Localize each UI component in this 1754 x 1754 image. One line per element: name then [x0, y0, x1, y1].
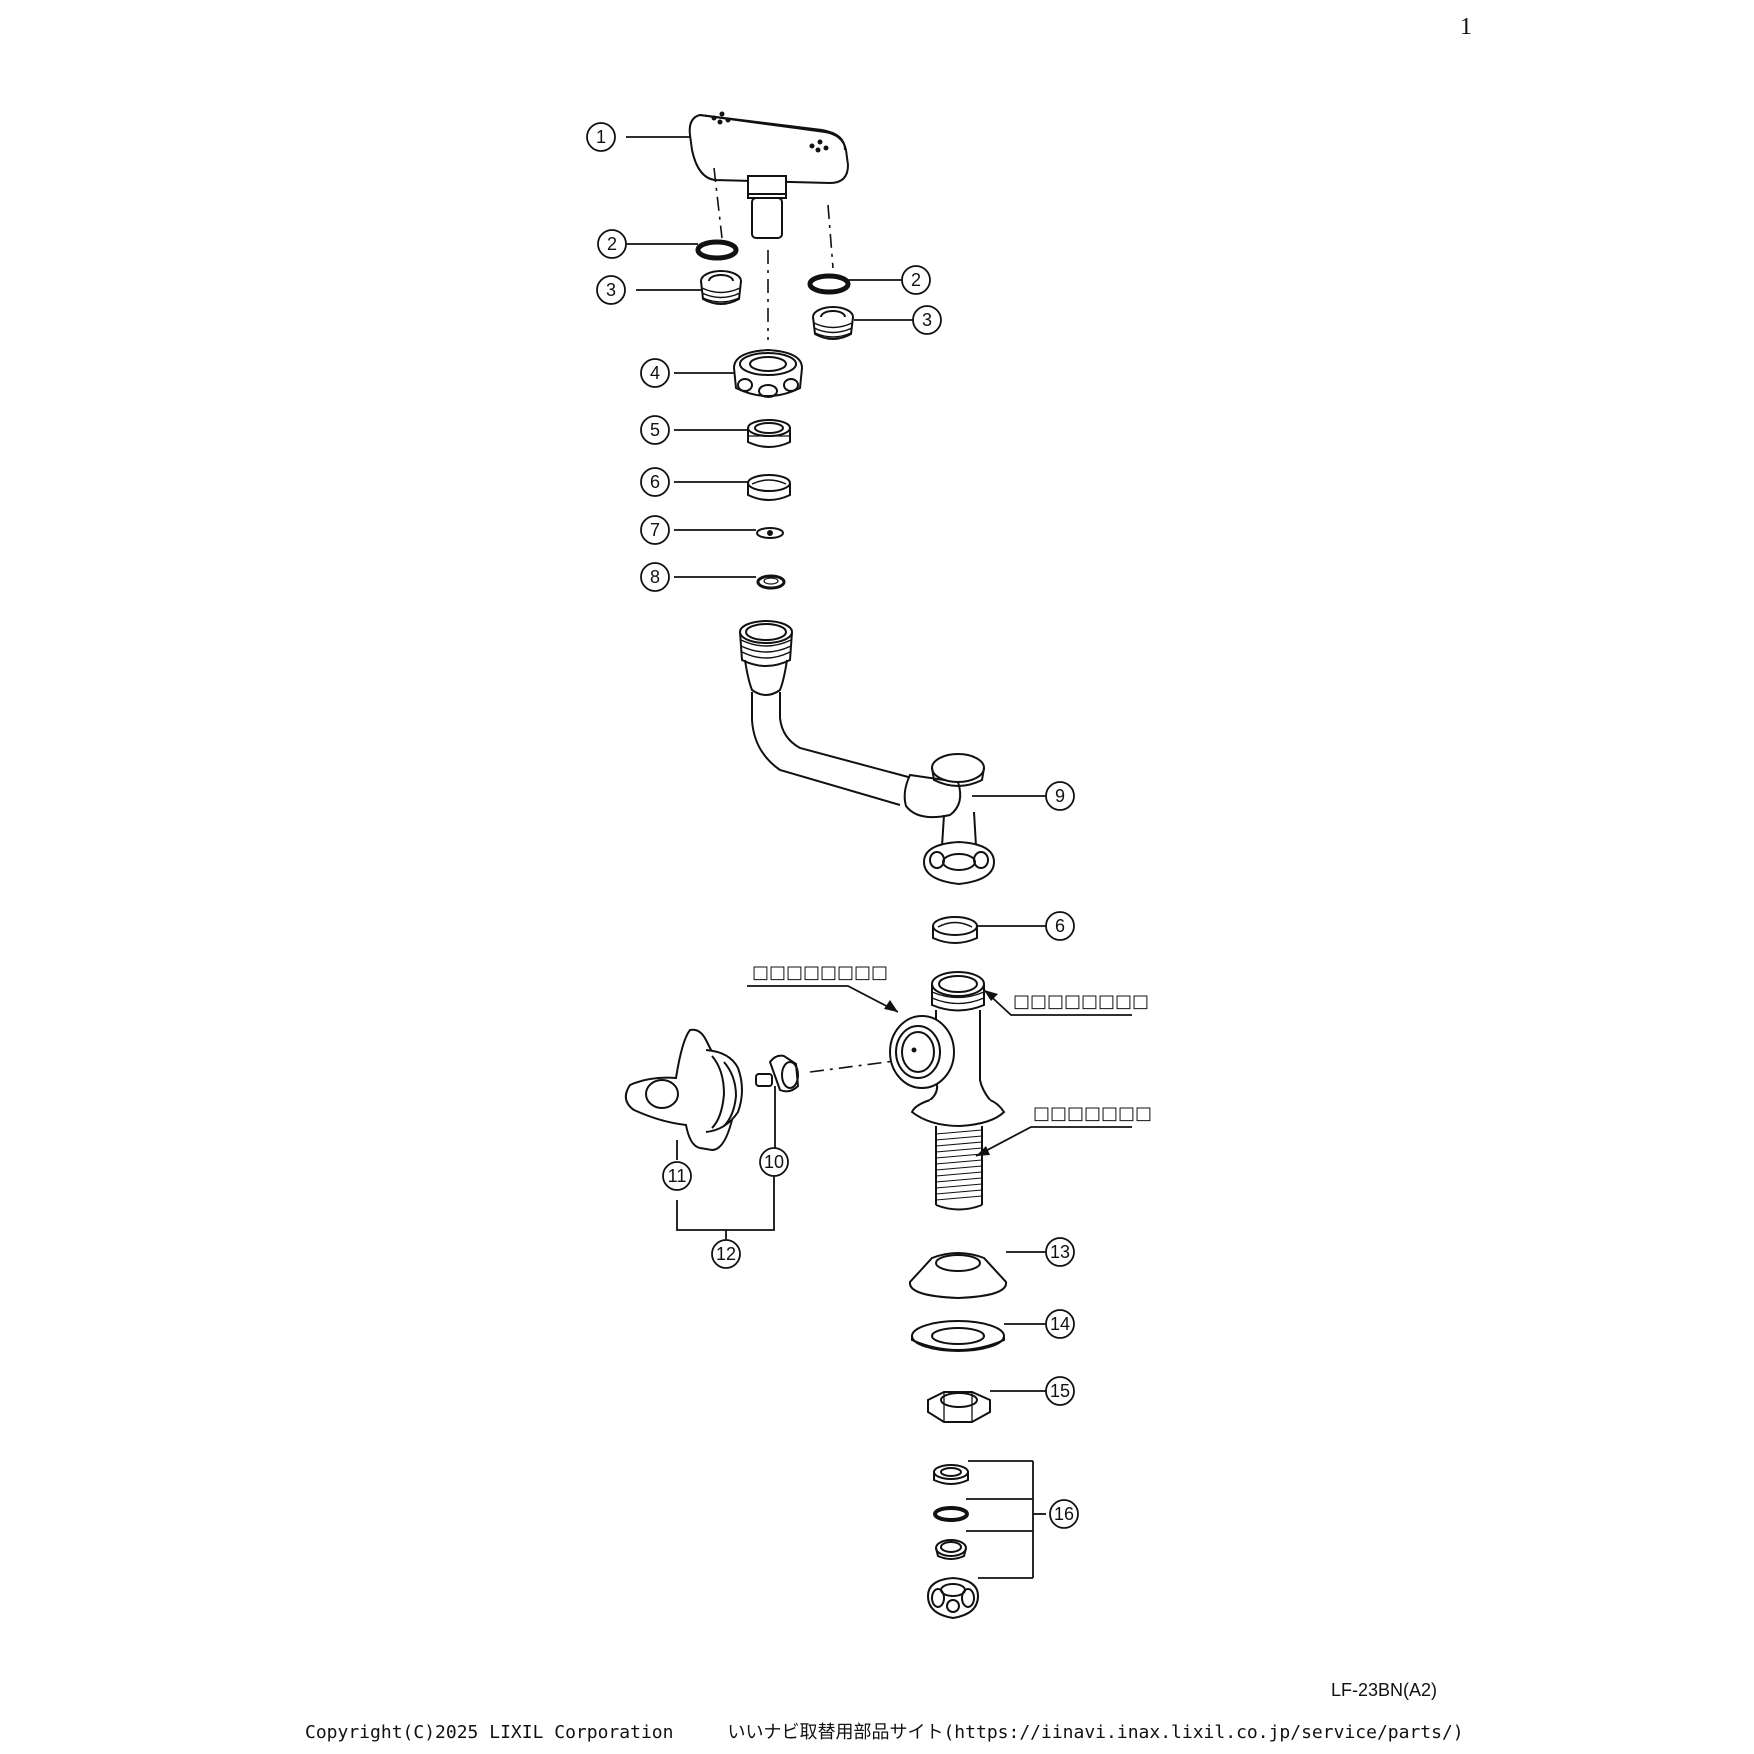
part-number-label: 12 [716, 1244, 736, 1264]
part-number-bubble [1045, 781, 1075, 811]
footer: Copyright(C)2025 LIXIL Corporation いいナビ取替… [305, 1718, 1464, 1744]
leader-lines [626, 136, 1132, 1579]
part-number-bubble [759, 1147, 789, 1177]
part-number-bubble [1045, 911, 1075, 941]
part-number-bubble [1045, 1237, 1075, 1267]
part-number-label: 11 [668, 1166, 687, 1186]
part-number-bubble [597, 229, 627, 259]
part-14-washer [911, 1320, 1005, 1352]
part-number-label: 9 [1055, 786, 1065, 806]
footer-copyright: Copyright(C)2025 LIXIL Corporation [305, 1722, 674, 1743]
part-number-label: 1 [596, 127, 606, 147]
part-number-bubble [586, 122, 616, 152]
page-number: 1 [1460, 14, 1472, 40]
part-number-label: 3 [606, 280, 616, 300]
part-3-bushing-left [700, 270, 742, 305]
part-number-label: 6 [650, 472, 660, 492]
part-number-label: 5 [650, 420, 660, 440]
part-number-bubble [1049, 1499, 1079, 1529]
part-2-o-ring-left [695, 239, 739, 261]
part-1-spout-lever [688, 111, 850, 239]
part-number-label: 16 [1054, 1504, 1074, 1524]
part-number-bubbles [586, 122, 1079, 1529]
part-number-bubble [1045, 1376, 1075, 1406]
part-number-bubble [640, 467, 670, 497]
part-number-label: 6 [1055, 916, 1065, 936]
part-number-label: 4 [650, 363, 660, 383]
part-number-bubble [912, 305, 942, 335]
part-number-bubble [1045, 1309, 1075, 1339]
part-number-bubble [711, 1239, 741, 1269]
part-6-gasket-lower [932, 916, 978, 944]
part-13-flange [909, 1252, 1007, 1300]
part-number-label: 15 [1050, 1381, 1070, 1401]
part-2-o-ring-right [807, 273, 851, 295]
part-number-label: 13 [1050, 1242, 1070, 1262]
part-number-bubble [662, 1161, 692, 1191]
part-10-spindle [755, 1054, 800, 1093]
part-number-label: 2 [911, 270, 921, 290]
part-number-label: 2 [607, 234, 617, 254]
part-5-sleeve [747, 419, 791, 448]
part-8-strainer [756, 574, 786, 590]
callout-outlet-port: □□□□□□□□ [1013, 991, 1149, 1012]
part-number-label: 3 [922, 310, 932, 330]
part-11-handle [624, 1028, 743, 1152]
part-7-washer [756, 527, 784, 539]
part-number-label: 10 [764, 1152, 784, 1172]
part-9-spout [739, 620, 996, 886]
part-6-gasket-upper [747, 474, 791, 501]
part-15-hex-nut [927, 1391, 991, 1423]
part-number-bubble [640, 562, 670, 592]
part-number-label: 8 [650, 567, 660, 587]
part-16-connector-set [926, 1464, 980, 1620]
part-number-bubble [901, 265, 931, 295]
callout-thread: □□□□□□□ [1033, 1103, 1152, 1124]
model-code: LF-23BN(A2) [1331, 1680, 1438, 1700]
part-number-bubble [640, 415, 670, 445]
part-number-bubble [640, 515, 670, 545]
part-number-label: 14 [1050, 1314, 1070, 1334]
valve-body [889, 971, 1006, 1211]
assembly-axis-lines [713, 167, 919, 1073]
callout-inlet-port: □□□□□□□□ [752, 962, 888, 983]
part-number-label: 7 [650, 520, 660, 540]
part-number-bubble [596, 275, 626, 305]
part-3-bushing-right [812, 306, 854, 340]
footer-site-link[interactable]: いいナビ取替用部品サイト(https://iinavi.inax.lixil.c… [727, 1722, 1464, 1743]
part-number-bubble [640, 358, 670, 388]
part-4-cap-nut [732, 348, 804, 398]
